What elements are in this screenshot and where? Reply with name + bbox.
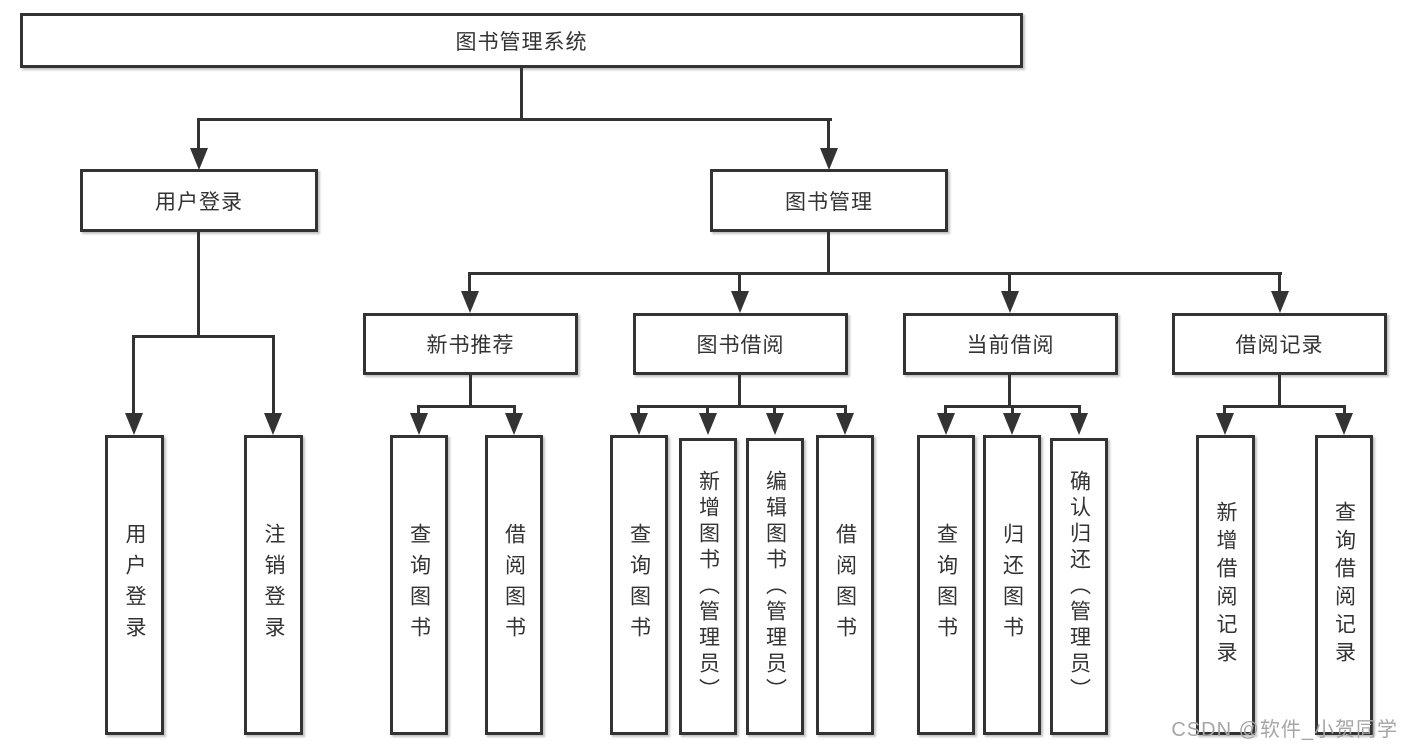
node-root-label: 图书管理系统 [455, 30, 588, 54]
node-user-login-label: 用户登录 [155, 190, 243, 214]
leaf-borrow-borrow-label: 借阅图书 [833, 523, 857, 647]
connector-arrowhead [190, 148, 208, 170]
node-root: 图书管理系统 [20, 13, 1023, 68]
leaf-current-query: 查询图书 [917, 435, 975, 735]
connector-line [1223, 405, 1346, 408]
leaf-records-add: 新增借阅记录 [1196, 435, 1255, 735]
connector-line [706, 405, 709, 417]
connector-line [417, 405, 420, 417]
connector-arrowhead [1001, 291, 1019, 313]
connector-line [944, 405, 947, 417]
node-borrowing-records-label: 借阅记录 [1235, 334, 1324, 357]
connector-line [1223, 405, 1226, 417]
connector-arrowhead [836, 413, 854, 435]
connector-arrowhead [1271, 291, 1289, 313]
connector-arrowhead [1003, 413, 1021, 435]
connector-arrowhead [1070, 413, 1088, 435]
node-book-management: 图书管理 [710, 169, 948, 232]
leaf-user-login: 用户登录 [105, 435, 164, 735]
connector-arrowhead [699, 413, 717, 435]
connector-line [1343, 405, 1346, 417]
connector-line [827, 232, 830, 274]
leaf-records-query-label: 查询借阅记录 [1332, 501, 1356, 669]
connector-line [468, 272, 471, 294]
leaf-user-login-label: 用户登录 [123, 523, 147, 647]
connector-line [637, 405, 640, 417]
connector-line [520, 68, 523, 121]
leaf-current-confirm-admin: 确认归还（管理员） [1050, 438, 1108, 735]
connector-line [637, 405, 847, 408]
connector-line [132, 335, 275, 338]
connector-line [272, 335, 275, 415]
connector-arrowhead [630, 413, 648, 435]
connector-line [1278, 375, 1281, 407]
leaf-current-confirm-admin-label: 确认归还（管理员） [1067, 469, 1091, 704]
leaf-borrow-add-admin-label: 新增图书（管理员） [696, 469, 720, 704]
leaf-newbooks-query-label: 查询图书 [407, 523, 431, 647]
leaf-borrow-borrow: 借阅图书 [816, 435, 874, 735]
leaf-newbooks-query: 查询图书 [390, 435, 448, 735]
connector-arrowhead [766, 413, 784, 435]
leaf-newbooks-borrow: 借阅图书 [485, 435, 543, 735]
connector-arrowhead [410, 413, 428, 435]
connector-arrowhead [125, 413, 143, 435]
connector-arrowhead [1216, 413, 1234, 435]
leaf-borrow-query: 查询图书 [610, 435, 668, 735]
connector-line [1008, 272, 1011, 294]
connector-arrowhead [461, 291, 479, 313]
connector-line [844, 405, 847, 417]
leaf-logout: 注销登录 [244, 435, 303, 735]
connector-arrowhead [1335, 413, 1353, 435]
node-new-book-recommend: 新书推荐 [363, 313, 578, 375]
connector-line [1078, 405, 1081, 417]
node-current-borrowing: 当前借阅 [903, 313, 1118, 375]
connector-arrowhead [937, 413, 955, 435]
leaf-newbooks-borrow-label: 借阅图书 [502, 523, 526, 647]
connector-line [513, 405, 516, 417]
connector-line [469, 375, 472, 407]
leaf-borrow-edit-admin: 编辑图书（管理员） [746, 438, 804, 735]
connector-line [197, 118, 832, 121]
leaf-current-return: 归还图书 [983, 435, 1041, 735]
connector-line [1008, 375, 1011, 407]
connector-line [738, 272, 741, 294]
connector-arrowhead [731, 291, 749, 313]
leaf-records-add-label: 新增借阅记录 [1214, 501, 1238, 669]
connector-arrowhead [505, 413, 523, 435]
node-book-management-label: 图书管理 [785, 190, 873, 214]
connector-line [1278, 272, 1281, 294]
connector-line [132, 335, 135, 415]
leaf-current-return-label: 归还图书 [1000, 523, 1024, 647]
leaf-borrow-query-label: 查询图书 [627, 523, 651, 647]
connector-line [468, 272, 1282, 275]
leaf-borrow-add-admin: 新增图书（管理员） [679, 438, 737, 735]
connector-line [1011, 405, 1014, 417]
connector-line [417, 405, 516, 408]
leaf-current-query-label: 查询图书 [934, 523, 958, 647]
connector-line [197, 118, 200, 152]
connector-arrowhead [820, 148, 838, 170]
connector-line [738, 375, 741, 407]
leaf-borrow-edit-admin-label: 编辑图书（管理员） [763, 469, 787, 704]
node-current-borrowing-label: 当前借阅 [966, 334, 1055, 357]
leaf-records-query: 查询借阅记录 [1315, 435, 1373, 735]
connector-arrowhead [264, 413, 282, 435]
connector-line [827, 118, 830, 152]
node-user-login: 用户登录 [80, 169, 318, 232]
node-borrowing-records: 借阅记录 [1172, 313, 1387, 375]
leaf-logout-label: 注销登录 [262, 523, 286, 647]
connector-line [197, 232, 200, 338]
node-book-borrowing-label: 图书借阅 [696, 334, 785, 357]
node-book-borrowing: 图书借阅 [633, 313, 848, 375]
node-new-book-recommend-label: 新书推荐 [426, 334, 515, 357]
watermark: CSDN @软件_小贺同学 [1171, 719, 1398, 741]
connector-line [773, 405, 776, 417]
